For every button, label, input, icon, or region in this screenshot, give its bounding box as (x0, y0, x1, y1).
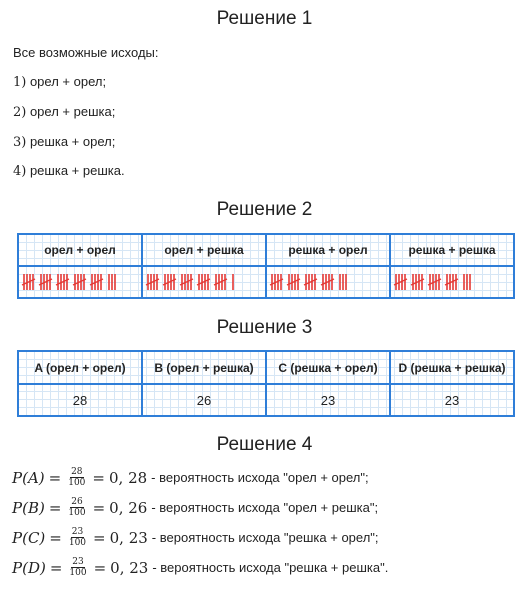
numerator: 23 (70, 527, 85, 538)
probability-description: - вероятность исхода "орел + орел"; (151, 470, 369, 485)
tally-strike (303, 278, 318, 286)
tally-strike (72, 278, 87, 286)
tally-strike (269, 278, 284, 286)
tally-strike (410, 278, 425, 286)
denominator: 100 (68, 478, 86, 488)
probability-symbol: P(C) (12, 528, 46, 547)
probability-symbol: P(A) (12, 468, 45, 487)
results-header: B (орел + решка) (141, 350, 267, 385)
tally-header: решка + орел (265, 233, 391, 267)
tally-strike (179, 278, 194, 286)
tally-strike (196, 278, 211, 286)
denominator: 100 (68, 508, 86, 518)
tally-marks (21, 274, 116, 290)
outcomes-intro: Все возможные исходы: (13, 45, 159, 60)
outcome-text: решка + решка. (26, 163, 125, 178)
numerator: 26 (70, 497, 84, 508)
tally-header: орел + решка (141, 233, 267, 267)
tally-cell (17, 265, 143, 299)
tally-strike (213, 278, 228, 286)
equals-sign: = (48, 468, 62, 487)
outcome-text: решка + орел; (26, 134, 116, 149)
outcome-text: орел + орел; (26, 74, 107, 89)
tally-marks (393, 274, 471, 290)
tally-strike (162, 278, 177, 286)
tally-header: решка + решка (389, 233, 515, 267)
outcome-number: 3) (13, 135, 27, 150)
tally-cell (141, 265, 267, 299)
outcome-item: 4) решка + решка. (13, 163, 125, 179)
numerator: 28 (70, 467, 84, 478)
outcome-item: 2) орел + решка; (13, 104, 115, 120)
decimal-value: 0, 28 (108, 468, 148, 487)
tally-strike (38, 278, 53, 286)
outcome-number: 4) (13, 164, 27, 179)
tally-strike (89, 278, 104, 286)
equals-sign: = (48, 498, 62, 517)
decimal-value: 0, 26 (109, 498, 148, 517)
tally-strike (427, 278, 442, 286)
results-header: C (решка + орел) (265, 350, 391, 385)
decimal-value: 0, 23 (110, 558, 149, 577)
equals-sign: = (49, 558, 63, 577)
tally-header: орел + орел (17, 233, 143, 267)
tally-strike (320, 278, 335, 286)
denominator: 100 (68, 538, 87, 548)
equals-sign: = (93, 528, 106, 547)
tally-strike (21, 278, 36, 286)
probability-description: - вероятность исхода "орел + решка"; (151, 500, 379, 515)
tally-strike (145, 278, 160, 286)
outcome-number: 1) (13, 75, 27, 90)
equals-sign: = (49, 528, 62, 547)
tally-strike (286, 278, 301, 286)
results-value: 26 (141, 383, 267, 417)
outcome-number: 2) (13, 105, 27, 120)
probability-symbol: P(B) (12, 498, 45, 517)
tally-cell (389, 265, 515, 299)
results-value: 28 (17, 383, 143, 417)
outcome-item: 3) решка + орел; (13, 134, 115, 150)
decimal-value: 0, 23 (109, 528, 148, 547)
results-header: A (орел + орел) (17, 350, 143, 385)
equals-sign: = (93, 558, 107, 577)
numerator: 23 (71, 557, 85, 568)
solution-2-heading: Решение 2 (216, 199, 313, 220)
results-table: A (орел + орел) B (орел + решка) C (решк… (17, 350, 515, 417)
tally-cell (265, 265, 391, 299)
probability-description: - вероятность исхода "решка + решка". (152, 560, 389, 575)
results-value: 23 (265, 383, 391, 417)
results-value: 23 (389, 383, 515, 417)
tally-marks (145, 274, 234, 290)
tally-table: орел + орел орел + решка решка + орел ре… (17, 233, 515, 299)
denominator: 100 (69, 568, 87, 578)
probability-description: - вероятность исхода "решка + орел"; (151, 530, 379, 545)
probability-symbol: P(D) (12, 558, 46, 577)
solution-4-heading: Решение 4 (216, 434, 313, 455)
equals-sign: = (92, 468, 105, 487)
results-header: D (решка + решка) (389, 350, 515, 385)
tally-strike (444, 278, 459, 286)
outcome-item: 1) орел + орел; (13, 74, 106, 90)
tally-strike (393, 278, 408, 286)
solution-1-heading: Решение 1 (216, 8, 313, 29)
equals-sign: = (92, 498, 106, 517)
outcome-text: орел + решка; (26, 104, 116, 119)
solution-3-heading: Решение 3 (216, 317, 313, 338)
tally-strike (55, 278, 70, 286)
tally-marks (269, 274, 347, 290)
